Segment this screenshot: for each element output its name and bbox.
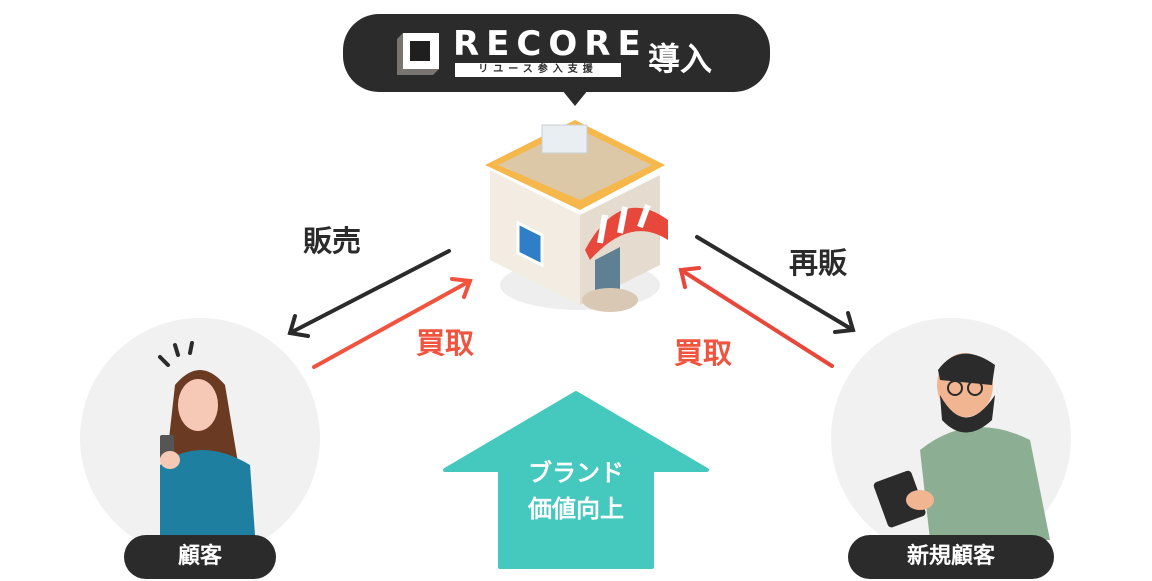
brand-line1: ブランド bbox=[528, 459, 624, 487]
bubble-pointer bbox=[562, 90, 588, 106]
resell-arrow bbox=[695, 235, 856, 334]
buy-label-left: 買取 bbox=[416, 326, 475, 360]
logo-text: RECORE bbox=[453, 24, 648, 64]
shop-illustration bbox=[485, 120, 668, 312]
man-illustration bbox=[873, 353, 1050, 540]
brand-up-arrow bbox=[443, 391, 709, 569]
customer-right-label: 新規顧客 bbox=[848, 535, 1054, 579]
resell-label: 再販 bbox=[789, 246, 848, 280]
brand-value-text: ブランド 価値向上 bbox=[500, 455, 652, 527]
buy-label-right: 買取 bbox=[674, 336, 733, 370]
customer-left-label: 顧客 bbox=[124, 535, 276, 579]
sell-arrow bbox=[287, 249, 451, 338]
buy-arrow-right bbox=[678, 266, 834, 368]
brand-line2: 価値向上 bbox=[528, 495, 624, 523]
header-title: 導入 bbox=[648, 40, 713, 78]
logo-subtitle: リユース参入支援 bbox=[455, 63, 621, 77]
woman-illustration bbox=[158, 341, 255, 535]
buy-arrow-left bbox=[312, 277, 473, 369]
recore-logo-icon bbox=[397, 33, 439, 75]
sell-label: 販売 bbox=[303, 224, 362, 258]
